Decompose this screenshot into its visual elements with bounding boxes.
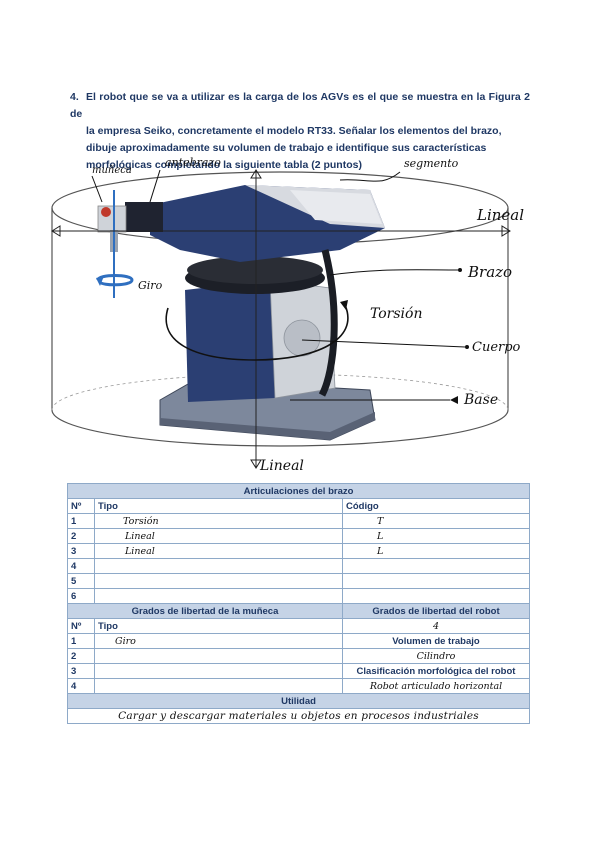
- table-row: 5: [67, 573, 530, 589]
- clasif-value: Robot articulado horizontal: [342, 678, 530, 694]
- col-codigo: Código: [342, 498, 530, 514]
- table-row: 3 Clasificación morfológica del robot: [67, 663, 530, 679]
- torsion-arc: [165, 304, 349, 361]
- question-line-4: morfológicas completando la siguiente ta…: [86, 159, 362, 171]
- label-antebrazo: antebrazo: [165, 156, 221, 169]
- label-torsion: Torsión: [370, 306, 422, 322]
- label-brazo: Brazo: [467, 263, 512, 281]
- label-muneca: muñeca: [92, 165, 132, 176]
- articulaciones-table: Articulaciones del brazo Nº Tipo Código …: [67, 483, 530, 724]
- robot-body: [185, 280, 275, 402]
- robot-cable: [318, 249, 338, 397]
- table-row: 4: [67, 558, 530, 574]
- volumen-title: Volumen de trabajo: [342, 633, 530, 649]
- utilidad-value: Cargar y descargar materiales u objetos …: [67, 708, 530, 724]
- clasif-title: Clasificación morfológica del robot: [342, 663, 530, 679]
- table-row: 1 Giro Volumen de trabajo: [67, 633, 530, 649]
- label-cuerpo: Cuerpo: [472, 340, 521, 355]
- label-base: Base: [463, 392, 498, 408]
- label-lineal-vertical: Lineal: [259, 458, 304, 474]
- label-lineal-horizontal: Lineal: [476, 206, 524, 224]
- table-row: 2 Lineal L: [67, 528, 530, 544]
- utilidad-title: Utilidad: [67, 693, 530, 709]
- question-line-1: El robot que se va a utilizar es la carg…: [70, 91, 530, 120]
- table-row: 2 Cilindro: [67, 648, 530, 664]
- col-num: Nº: [67, 498, 95, 514]
- question-number: 4.: [70, 91, 79, 103]
- table-row: 4 Robot articulado horizontal: [67, 678, 530, 694]
- robot-figure: muñeca antebrazo segmento Lineal Brazo G…: [51, 156, 524, 474]
- label-giro: Giro: [138, 279, 163, 292]
- question-line-2: la empresa Seiko, concretamente el model…: [86, 125, 502, 137]
- table-row: 3 Lineal L: [67, 543, 530, 559]
- cylinder-bottom: [51, 409, 509, 447]
- robot-forearm: [125, 202, 163, 232]
- muneca-title: Grados de libertad de la muñeca: [67, 603, 343, 619]
- table-row: 1 Torsión T: [67, 513, 530, 529]
- table-row: 6: [67, 588, 530, 604]
- robot-dof-title: Grados de libertad del robot: [342, 603, 530, 619]
- giro-arrow: [96, 274, 134, 287]
- question-line-3: dibuje aproximadamente su volumen de tra…: [86, 142, 487, 154]
- label-segmento: segmento: [404, 157, 459, 170]
- articulaciones-title: Articulaciones del brazo: [67, 483, 530, 499]
- volumen-value: Cilindro: [342, 648, 530, 664]
- col-tipo: Tipo: [94, 498, 343, 514]
- question-text: 4.El robot que se va a utilizar es la ca…: [70, 89, 530, 174]
- robot-dof-value: 4: [342, 618, 530, 634]
